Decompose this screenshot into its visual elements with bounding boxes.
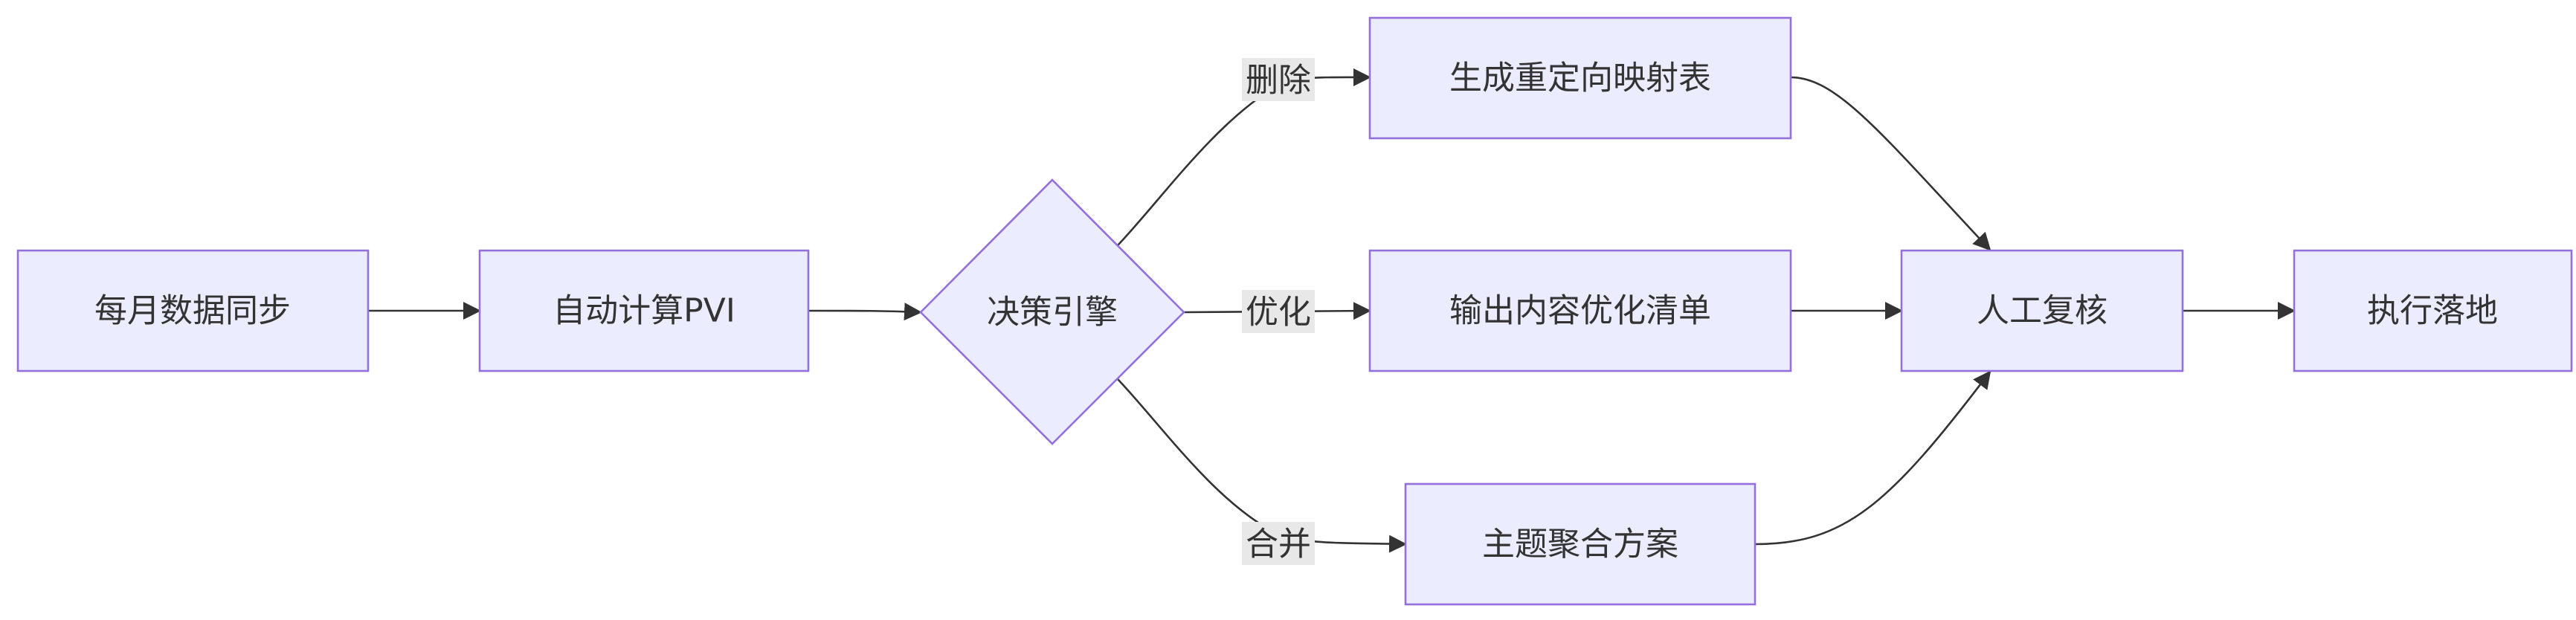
edge-merge-to-review bbox=[1754, 370, 1991, 546]
node-execute: 执行落地 bbox=[2293, 249, 2573, 372]
nodes: 每月数据同步 自动计算PVI 决策引擎 生成重定向映射表 输出内容优化清单 主题… bbox=[16, 16, 2573, 606]
node-redirect-box bbox=[1368, 16, 1792, 140]
node-review-box bbox=[1900, 249, 2184, 372]
edge-label-delete: 删除 bbox=[1242, 58, 1315, 101]
edge-label-merge-text: 合并 bbox=[1246, 526, 1311, 564]
node-review: 人工复核 bbox=[1900, 249, 2184, 372]
node-pvi: 自动计算PVI bbox=[478, 249, 810, 372]
node-merge-box bbox=[1404, 482, 1756, 606]
node-pvi-label: 自动计算PVI bbox=[553, 292, 735, 330]
edge-label-optimize-bg bbox=[1242, 290, 1315, 333]
edge-decision-to-merge bbox=[1117, 378, 1407, 553]
edge-label-delete-bg bbox=[1242, 58, 1315, 101]
node-decision: 决策引擎 bbox=[919, 178, 1185, 445]
edge-label-optimize: 优化 bbox=[1242, 290, 1315, 333]
node-optimize: 输出内容优化清单 bbox=[1368, 249, 1792, 372]
node-optimize-box bbox=[1368, 249, 1792, 372]
edge-labels: 删除 优化 合并 bbox=[1242, 58, 1315, 565]
node-execute-label: 执行落地 bbox=[2367, 292, 2498, 330]
node-execute-box bbox=[2293, 249, 2573, 372]
node-redirect: 生成重定向映射表 bbox=[1368, 16, 1792, 140]
node-redirect-label: 生成重定向映射表 bbox=[1449, 59, 1711, 97]
node-pvi-box bbox=[478, 249, 810, 372]
node-decision-label: 决策引擎 bbox=[987, 294, 1118, 332]
edge-decision-to-redirect bbox=[1117, 68, 1371, 246]
edge-label-merge: 合并 bbox=[1242, 522, 1315, 565]
node-decision-diamond bbox=[919, 178, 1185, 445]
node-sync-label: 每月数据同步 bbox=[94, 292, 291, 330]
node-sync: 每月数据同步 bbox=[16, 249, 370, 372]
node-review-label: 人工复核 bbox=[1977, 292, 2108, 330]
node-optimize-label: 输出内容优化清单 bbox=[1449, 292, 1711, 330]
edge-pvi-to-decision bbox=[808, 303, 922, 321]
node-merge: 主题聚合方案 bbox=[1404, 482, 1756, 606]
node-merge-label: 主题聚合方案 bbox=[1482, 526, 1678, 564]
edge-label-merge-bg bbox=[1242, 522, 1315, 565]
edge-label-delete-text: 删除 bbox=[1246, 62, 1311, 100]
edge-label-optimize-text: 优化 bbox=[1246, 294, 1311, 332]
node-sync-box bbox=[16, 249, 370, 372]
edge-redirect-to-review bbox=[1790, 76, 1991, 251]
